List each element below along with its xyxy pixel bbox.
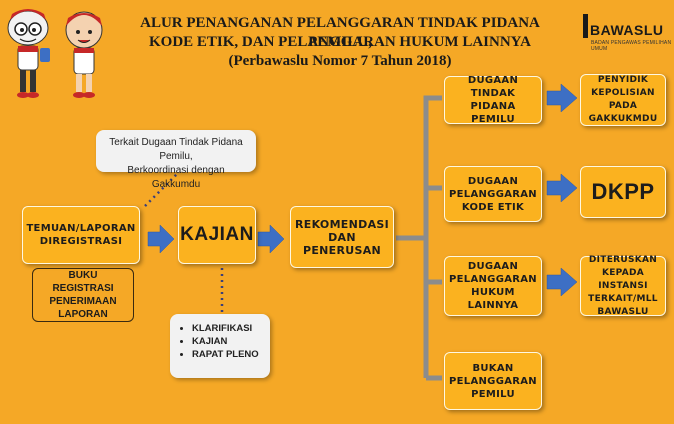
bukan-pelanggaran-box: BUKAN PELANGGARAN PEMILU bbox=[444, 352, 542, 410]
arrow-kodeetik-dkpp bbox=[546, 173, 578, 203]
kajian-step-3: RAPAT PLENO bbox=[192, 348, 266, 361]
kajian-steps-note: KLARIFIKASI KAJIAN RAPAT PLENO bbox=[170, 314, 270, 378]
gakkumdu-note: Terkait Dugaan Tindak Pidana Pemilu, Ber… bbox=[96, 130, 256, 190]
dkpp-box: DKPP bbox=[580, 166, 666, 218]
title-line-1: ALUR PENANGANAN PELANGGARAN TINDAK PIDAN… bbox=[140, 15, 540, 50]
title-line-3: (Perbawaslu Nomor 7 Tahun 2018) bbox=[228, 53, 452, 69]
kajian-steps-list: KLARIFIKASI KAJIAN RAPAT PLENO bbox=[174, 322, 266, 361]
kajian-step-2: KAJIAN bbox=[192, 335, 266, 348]
buku-registrasi-box: BUKU REGISTRASI PENERIMAAN LAPORAN bbox=[32, 268, 134, 322]
dugaan-hukum-lain-box: DUGAAN PELANGGARAN HUKUM LAINNYA bbox=[444, 256, 542, 316]
diteruskan-box: DITERUSKAN KEPADA INSTANSI TERKAIT/MLL B… bbox=[580, 255, 666, 317]
title-line-2: KODE ETIK, DAN PELANGGARAN HUKUM LAINNYA bbox=[149, 34, 531, 50]
mascot-boy-icon bbox=[7, 9, 50, 98]
temuan-box: TEMUAN/LAPORAN DIREGISTRASI bbox=[22, 206, 140, 264]
kajian-box: KAJIAN bbox=[178, 206, 256, 264]
logo-subtitle: BADAN PENGAWAS PEMILIHAN UMUM bbox=[591, 40, 672, 52]
arrow-temuan-kajian bbox=[147, 224, 175, 254]
penyidik-box: PENYIDIK KEPOLISIAN PADA GAKKUKMDU bbox=[580, 74, 666, 126]
arrow-kajian-rekomendasi bbox=[257, 224, 285, 254]
dugaan-kode-etik-box: DUGAAN PELANGGARAN KODE ETIK bbox=[444, 166, 542, 222]
rekomendasi-box: REKOMENDASI DAN PENERUSAN bbox=[290, 206, 394, 268]
branch-connector bbox=[396, 95, 442, 381]
kajian-step-1: KLARIFIKASI bbox=[192, 322, 266, 335]
dugaan-pidana-box: DUGAAN TINDAK PIDANA PEMILU bbox=[444, 75, 542, 125]
mascot-girl-icon bbox=[65, 11, 103, 98]
arrow-hukum-diteruskan bbox=[546, 267, 578, 297]
logo-name: BAWASLU bbox=[590, 22, 664, 38]
arrow-pidana-penyidik bbox=[546, 83, 578, 113]
gakkumdu-note-line2: Berkoordinasi dengan Gakkumdu bbox=[127, 165, 225, 190]
gakkumdu-note-line1: Terkait Dugaan Tindak Pidana Pemilu, bbox=[109, 137, 243, 162]
